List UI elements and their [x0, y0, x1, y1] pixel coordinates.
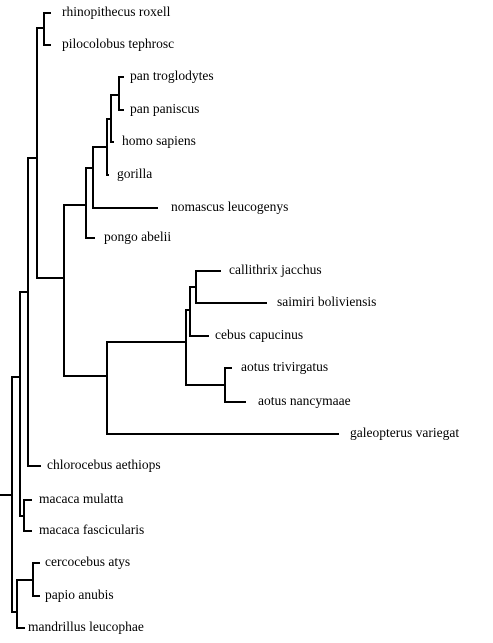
branch-callithrix-saimiri: [189, 270, 267, 304]
branch-chlorocebus: [27, 419, 41, 467]
taxon-label-rhinopithecus: rhinopithecus roxell: [62, 4, 171, 19]
taxon-label-chlorocebus: chlorocebus aethiops: [47, 457, 161, 472]
branch-pan: [110, 76, 124, 111]
branch-cebids: [185, 286, 209, 337]
taxon-label-gorilla: gorilla: [117, 166, 152, 181]
taxon-label-cebus: cebus capucinus: [215, 327, 303, 342]
taxon-label-pan-paniscus: pan paniscus: [130, 101, 199, 116]
taxon-label-pan-troglodytes: pan troglodytes: [130, 68, 214, 83]
taxon-label-papio: papio anubis: [45, 587, 114, 602]
tree-branches: [0, 12, 339, 629]
taxon-label-saimiri: saimiri boliviensis: [277, 294, 376, 309]
taxon-label-callithrix: callithrix jacchus: [229, 262, 322, 277]
branch-apes: [63, 167, 95, 239]
taxon-label-cercocebus: cercocebus atys: [45, 554, 130, 569]
taxon-label-nomascus: nomascus leucogenys: [171, 199, 288, 214]
branch-cercocebus-group: [11, 562, 40, 629]
taxon-label-galeopterus: galeopterus variegat: [350, 425, 459, 440]
taxon-label-macaca-fascicularis: macaca fascicularis: [39, 522, 144, 537]
branch-nwm-galeo: [63, 341, 339, 435]
branch-hominines: [85, 146, 158, 209]
branch-colobines: [36, 12, 51, 46]
taxon-label-pilocolobus: pilocolobus tephrosc: [62, 36, 174, 51]
taxon-label-pongo: pongo abelii: [104, 229, 171, 244]
taxon-label-aotus-nancymaae: aotus nancymaae: [258, 393, 351, 408]
branch-platyrrhines: [106, 309, 187, 386]
branch-homo-pan: [106, 94, 114, 143]
taxon-label-aotus-trivirgatus: aotus trivirgatus: [241, 359, 328, 374]
branch-aotus: [185, 367, 246, 403]
branch-homininae: [92, 118, 109, 176]
branch-ape-nwm-group: [36, 204, 65, 377]
tree-labels: rhinopithecus roxell pilocolobus tephros…: [28, 4, 459, 634]
taxon-label-macaca-mulatta: macaca mulatta: [39, 491, 123, 506]
branch-papionini: [19, 461, 32, 532]
taxon-label-mandrillus: mandrillus leucophae: [28, 619, 144, 634]
taxon-label-homo-sapiens: homo sapiens: [122, 133, 196, 148]
branch-upper-spine: [11, 27, 38, 463]
